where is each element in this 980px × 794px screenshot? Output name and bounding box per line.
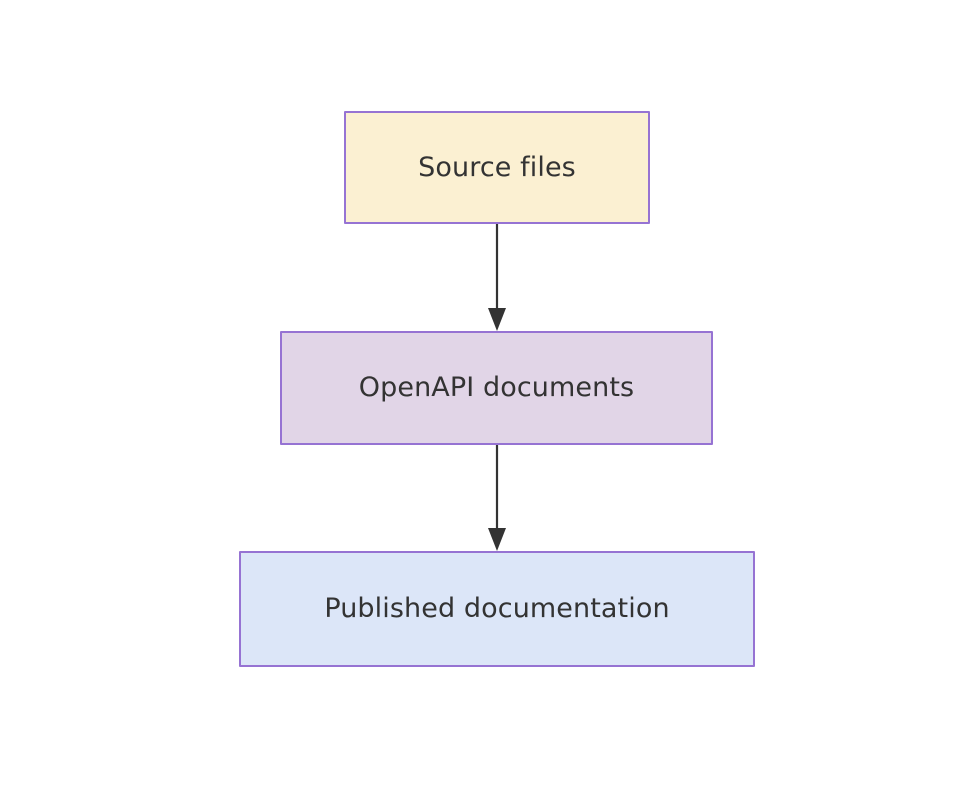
edge-openapi-to-published-arrowhead	[488, 528, 506, 551]
edge-source-to-openapi	[488, 224, 506, 331]
node-published-documentation-label: Published documentation	[324, 593, 670, 625]
node-openapi-documents-label: OpenAPI documents	[358, 372, 635, 404]
node-source-files[interactable]: Source files	[344, 111, 650, 224]
edge-openapi-to-published	[488, 445, 506, 551]
node-published-documentation[interactable]: Published documentation	[239, 551, 755, 667]
node-source-files-label: Source files	[418, 151, 576, 183]
node-openapi-documents[interactable]: OpenAPI documents	[280, 331, 713, 445]
edge-source-to-openapi-arrowhead	[488, 308, 506, 331]
